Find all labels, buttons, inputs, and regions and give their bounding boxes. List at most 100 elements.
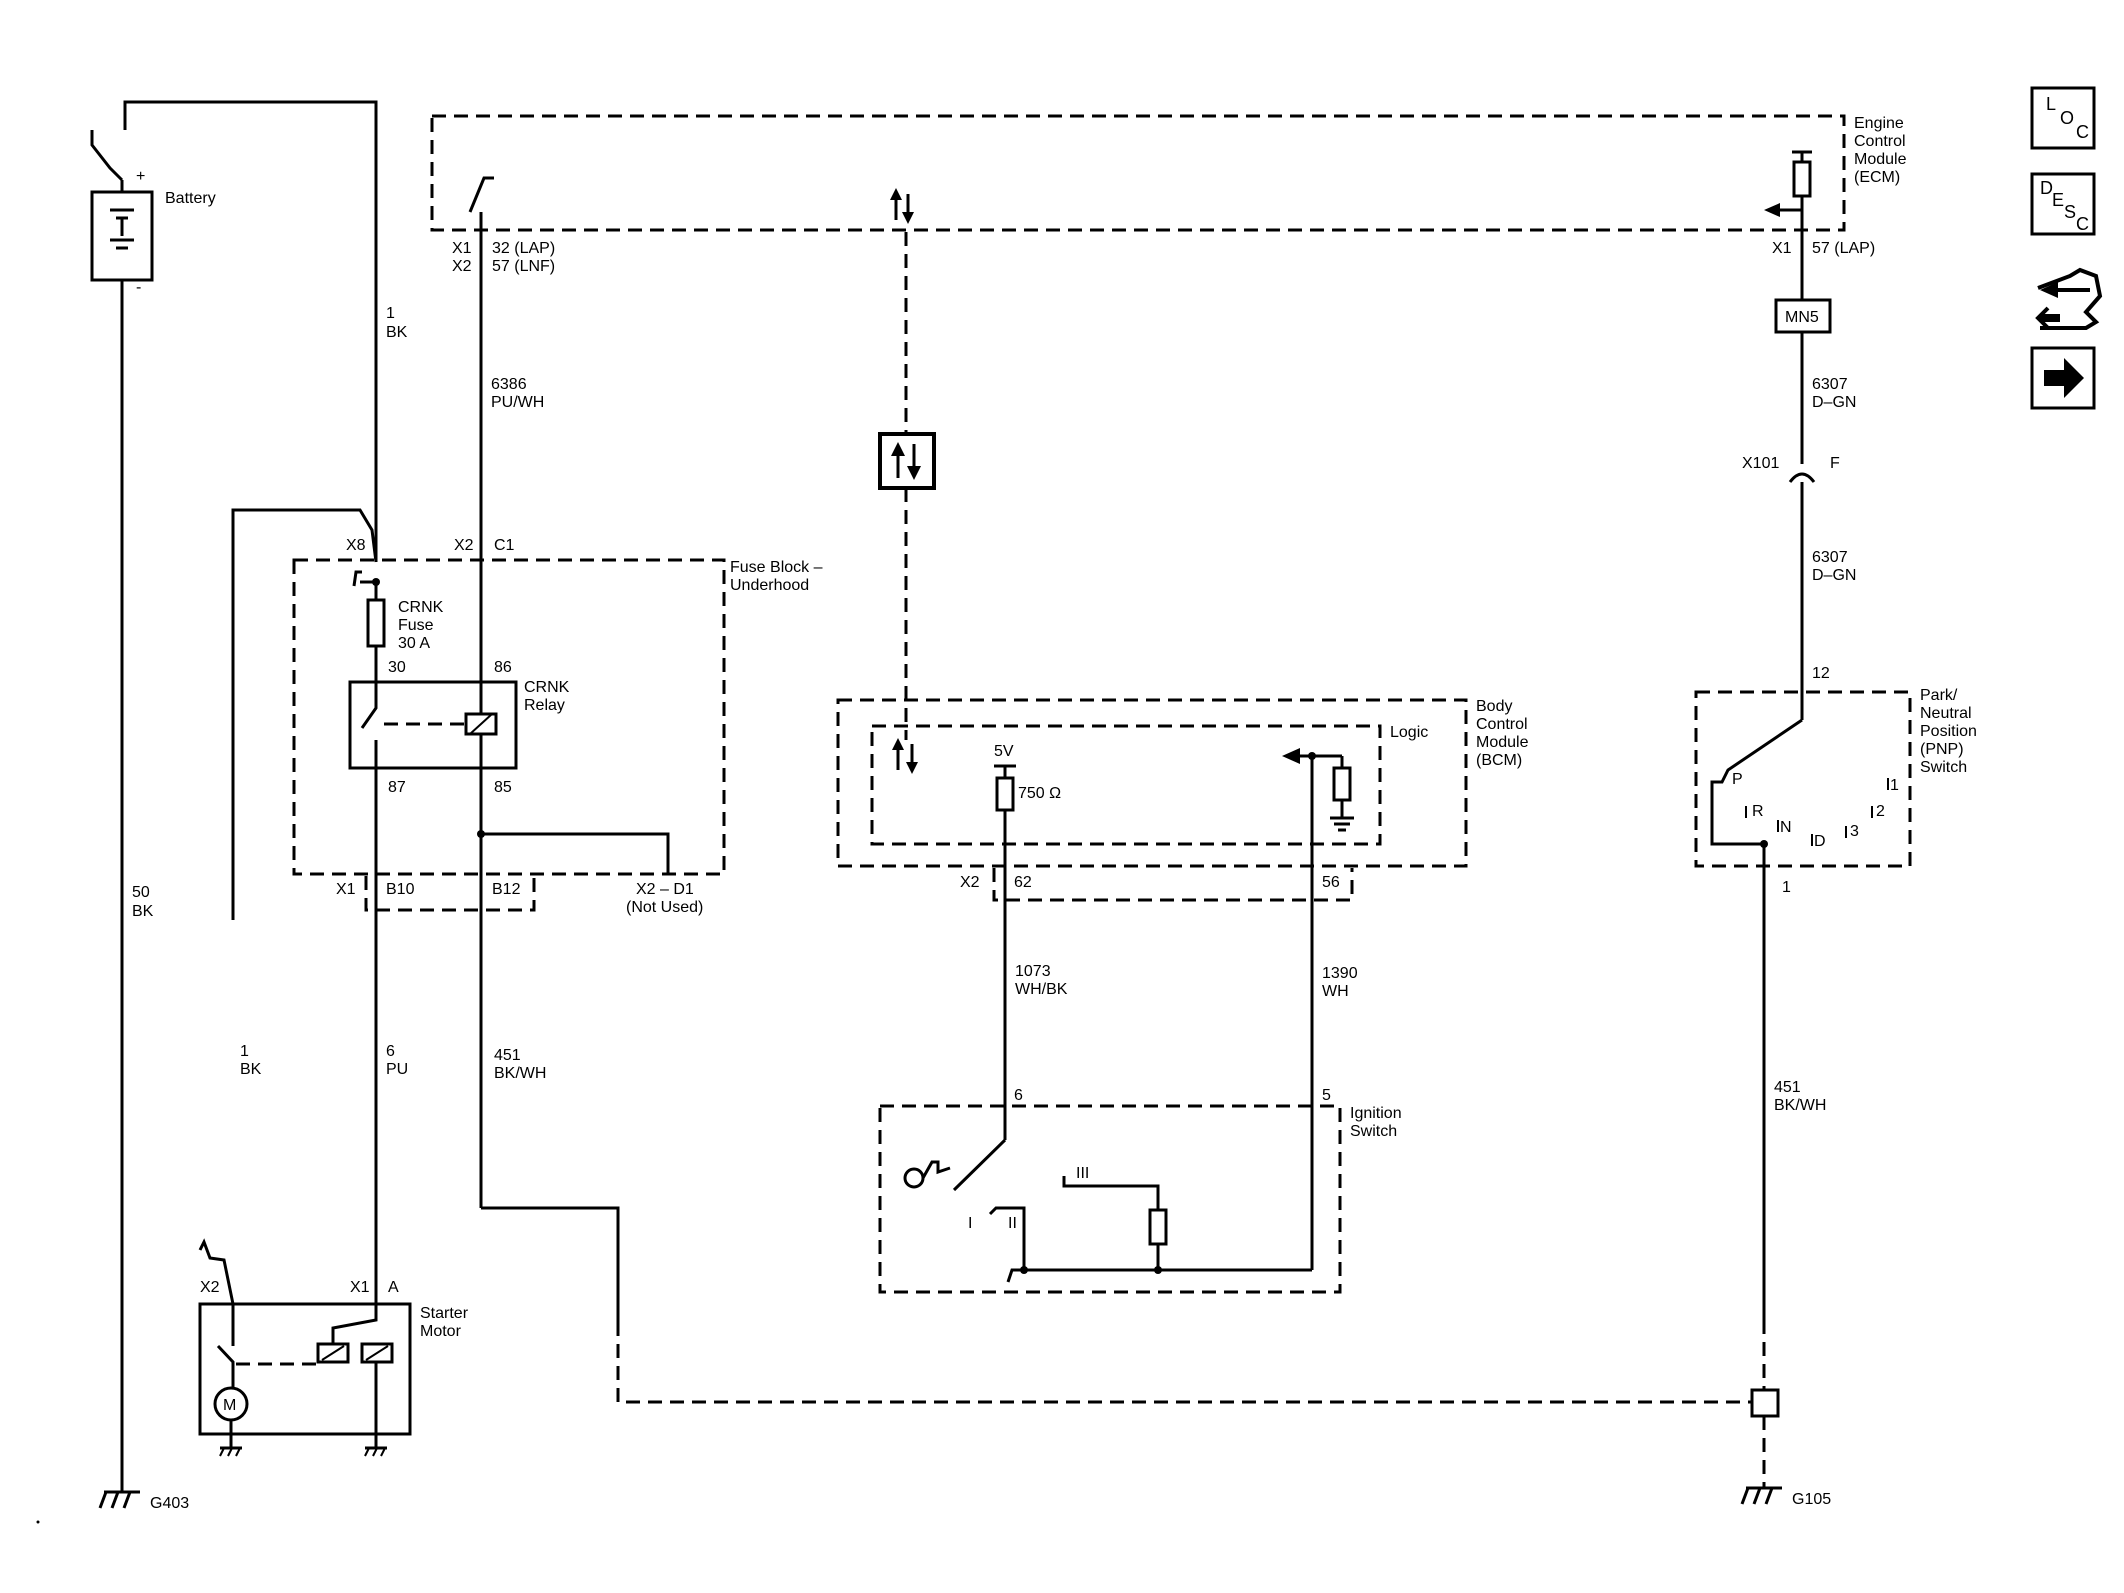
ground-splice-block	[1750, 1388, 1780, 1418]
bcm-box	[836, 698, 1468, 868]
svg-text:Starter: Starter	[420, 1305, 469, 1322]
wire-1073-color: WH/BK	[1015, 981, 1068, 998]
wire-ground-path	[616, 1322, 1766, 1404]
ignition-pos-i: I	[968, 1215, 972, 1232]
svg-text:Fuse Block –: Fuse Block –	[730, 559, 823, 576]
pnp-pin-12: 12	[1812, 665, 1830, 682]
pnp-pos-2: 2	[1876, 803, 1885, 820]
wire-6386-num: 6386	[491, 376, 527, 393]
wire-bat-gnd-color: BK	[132, 903, 154, 920]
svg-text:Module: Module	[1854, 151, 1907, 168]
svg-text:Relay: Relay	[524, 697, 565, 714]
wire-starter-feed-color: BK	[240, 1061, 262, 1078]
wire-451-left-color: BK/WH	[494, 1065, 546, 1082]
battery	[90, 130, 154, 292]
relay-pin-87: 87	[388, 779, 406, 796]
relay-pin-85: 85	[494, 779, 512, 796]
svg-text:Fuse: Fuse	[398, 617, 434, 634]
fuse-block-x2-d1: X2 – D1	[636, 881, 694, 898]
pnp-pos-3: 3	[1850, 823, 1859, 840]
ignition-pin-6: 6	[1014, 1087, 1023, 1104]
pnp-pos-n: N	[1780, 819, 1792, 836]
ground-g403-label: G403	[150, 1495, 189, 1512]
crnk-fuse	[366, 582, 386, 682]
serial-data-icon	[878, 432, 936, 490]
wire-6386-color: PU/WH	[491, 394, 544, 411]
svg-text:Motor: Motor	[420, 1323, 462, 1340]
svg-text:30 A: 30 A	[398, 635, 430, 652]
connector-x101-symbol	[1788, 472, 1816, 483]
bcm-logic-label: Logic	[1390, 724, 1428, 741]
battery-label: Battery	[165, 190, 216, 207]
bcm-pullup-resistor	[994, 764, 1016, 1140]
pnp-contact	[1710, 718, 1803, 846]
wire-451-right-num: 451	[1774, 1079, 1801, 1096]
relay-pin-86: 86	[494, 659, 512, 676]
svg-text:CRNK: CRNK	[398, 599, 444, 616]
next-page-arrow-icon[interactable]	[2030, 346, 2096, 410]
svg-text:S: S	[2064, 202, 2076, 222]
ecm-input-resistor	[1764, 150, 1812, 274]
pnp-switch-box	[1694, 690, 1912, 868]
pnp-pos-r: R	[1752, 803, 1764, 820]
bcm-logic-box	[870, 724, 1382, 846]
svg-text:L: L	[2046, 94, 2056, 114]
starter-motor-m: M	[223, 1397, 236, 1414]
ecm-box	[430, 114, 1846, 232]
wire-bat-pos-color: BK	[386, 324, 408, 341]
ecm-pin-57: 57 (LNF)	[492, 258, 555, 275]
wire-bat-pos-num: 1	[386, 305, 395, 322]
ignition-common-bus	[1006, 1268, 1312, 1283]
ignition-pos-ii: II	[1008, 1215, 1017, 1232]
bcm-5v: 5V	[994, 743, 1014, 760]
svg-text:C: C	[2076, 214, 2089, 234]
svg-text:Position: Position	[1920, 723, 1977, 740]
fuse-block-c1: C1	[494, 537, 515, 554]
wire-1073-num: 1073	[1015, 963, 1051, 980]
bcm-x2: X2	[960, 874, 980, 891]
battery-plus: +	[136, 168, 145, 185]
wire-451-left-num: 451	[494, 1047, 521, 1064]
serial-data-arrows-top	[890, 188, 914, 224]
wire-6307-top-num: 6307	[1812, 376, 1848, 393]
ignition-key-symbol	[903, 1138, 1007, 1192]
svg-text:(BCM): (BCM)	[1476, 752, 1522, 769]
ecm-title: Engine Control Module (ECM)	[1854, 115, 1907, 186]
wire-6307-top-color: D–GN	[1812, 394, 1856, 411]
bcm-pin-62: 62	[1014, 874, 1032, 891]
svg-text:Body: Body	[1476, 698, 1512, 715]
connector-tool-icon[interactable]	[2035, 267, 2103, 330]
ignition-switch-title: Ignition Switch	[1350, 1105, 1402, 1140]
svg-text:D: D	[2040, 178, 2053, 198]
ignition-resistor	[1148, 1208, 1168, 1246]
wire-1390-color: WH	[1322, 983, 1349, 1000]
crnk-fuse-label: CRNK Fuse 30 A	[398, 599, 444, 652]
wire-bat-gnd-num: 50	[132, 884, 150, 901]
fuse-block-b12: B12	[492, 881, 521, 898]
ecm-crank-switch	[468, 176, 494, 213]
pnp-pos-p: P	[1732, 771, 1743, 788]
wire-battery-positive	[123, 100, 378, 562]
svg-text:E: E	[2052, 190, 2064, 210]
crnk-relay	[348, 680, 518, 770]
ground-g105-symbol	[1740, 1486, 1782, 1505]
ecm-conn-x1: X1	[452, 240, 472, 257]
svg-text:(ECM): (ECM)	[1854, 169, 1900, 186]
ecm-pin-57-right: 57 (LAP)	[1812, 240, 1875, 257]
description-icon[interactable]: D E S C	[2030, 172, 2096, 236]
fuse-block-b10: B10	[386, 881, 415, 898]
svg-text:Module: Module	[1476, 734, 1529, 751]
pnp-pos-1: 1	[1890, 777, 1899, 794]
ecm-conn-right-x1: X1	[1772, 240, 1792, 257]
wire-starter-ctl-color: PU	[386, 1061, 408, 1078]
ground-g403-symbol	[98, 1490, 140, 1509]
svg-text:Engine: Engine	[1854, 115, 1904, 132]
ecm-pin-32: 32 (LAP)	[492, 240, 555, 257]
pnp-contact-ticks	[1745, 778, 1889, 846]
ignition-pos-iii: III	[1076, 1165, 1089, 1182]
pnp-pos-d: D	[1814, 833, 1826, 850]
fuse-block-x8: X8	[346, 537, 366, 554]
svg-text:(PNP): (PNP)	[1920, 741, 1964, 758]
location-icon[interactable]: L O C	[2030, 86, 2096, 150]
